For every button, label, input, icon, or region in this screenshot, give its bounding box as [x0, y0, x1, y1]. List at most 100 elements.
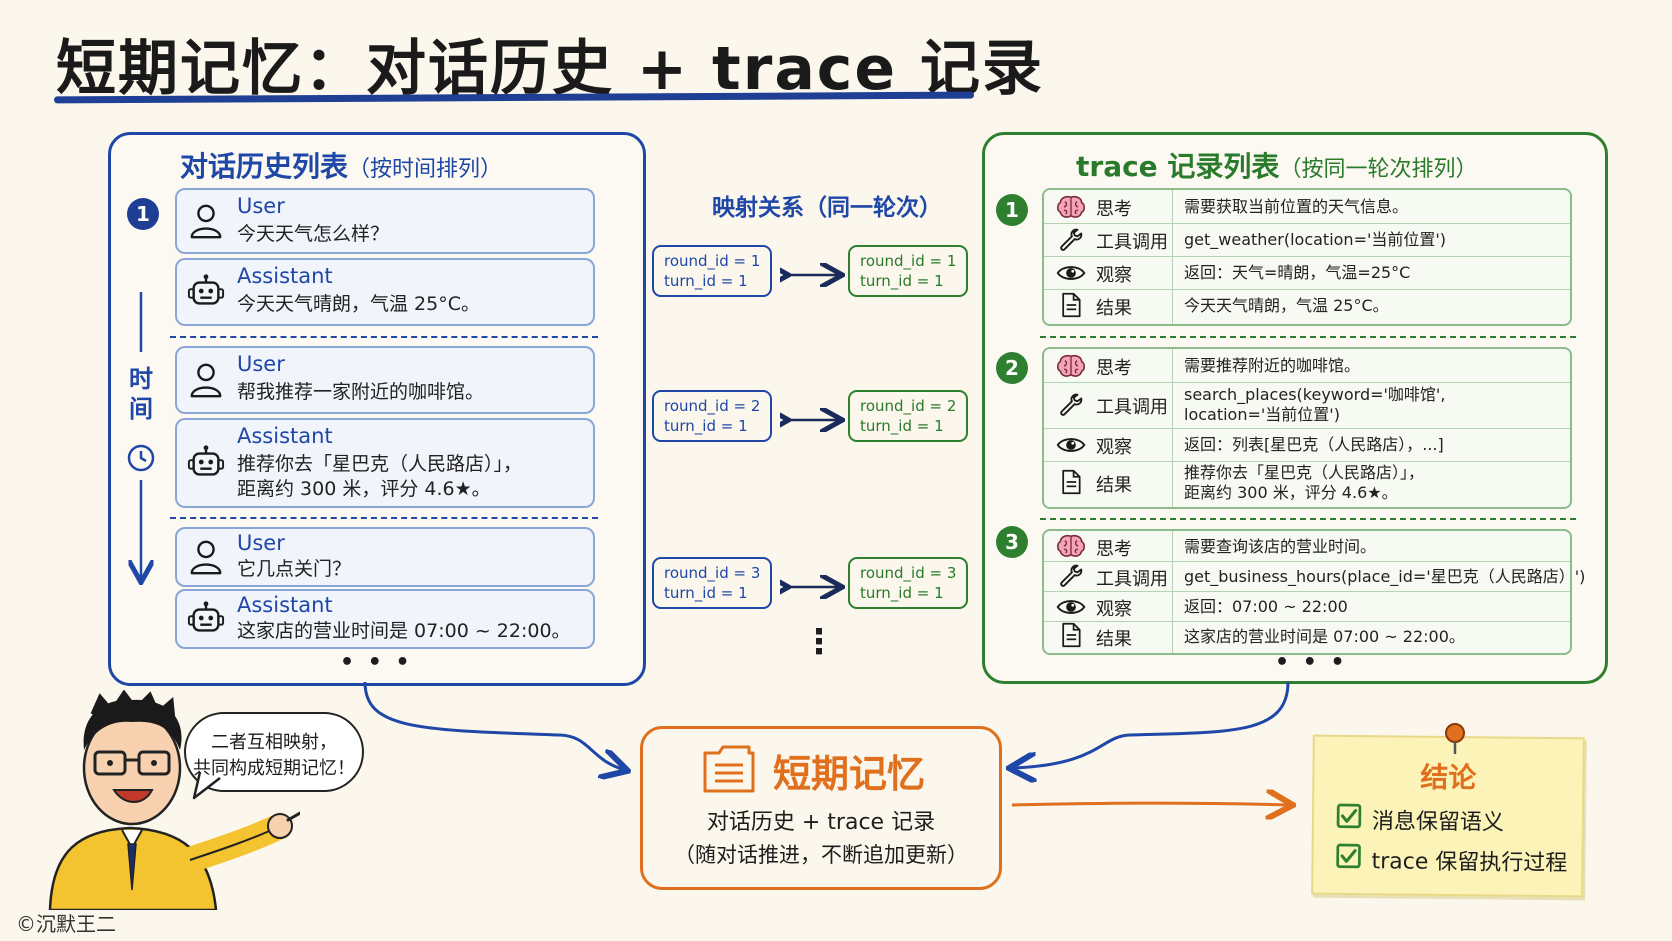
trace-table: 思考 需要推荐附近的咖啡馆。 工具调用 search_places(keywor… — [1042, 347, 1572, 509]
row-value: 返回：列表[星巴克（人民路店），...] — [1184, 435, 1444, 454]
trace-id-box: round_id = 3 turn_id = 1 — [848, 557, 969, 609]
time-arrow — [125, 292, 165, 590]
trace-row-tool: 工具调用 search_places(keyword='咖啡馆', locati… — [1044, 382, 1570, 429]
message-role: User — [237, 194, 285, 218]
right-ellipsis: • • • — [1275, 650, 1348, 675]
conclusion-note: 结论 消息保留语义 trace 保留执行过程 — [1311, 734, 1585, 898]
message-text: 它几点关门？ — [237, 558, 352, 580]
turn-id: turn_id = 1 — [860, 417, 944, 435]
conversation-id-box: round_id = 3 turn_id = 1 — [652, 557, 773, 609]
trace-row-observe: 观察 返回：列表[星巴克（人民路店），...] — [1044, 428, 1570, 462]
turn-id: turn_id = 1 — [664, 584, 748, 602]
trace-panel-subtitle: （按同一轮次排列） — [1279, 157, 1478, 182]
assistant-message: Assistant 推荐你去「星巴克（人民路店）」， 距离约 300 米，评分 … — [175, 418, 595, 508]
conversation-history-subtitle: （按时间排列） — [348, 157, 503, 182]
row-value: get_business_hours(place_id='星巴克（人民路店）') — [1184, 567, 1586, 586]
row-value: search_places(keyword='咖啡馆', — [1184, 385, 1446, 404]
trace-table: 思考 需要查询该店的营业时间。 工具调用 get_business_hours(… — [1042, 529, 1585, 655]
round-id: round_id = 1 — [860, 252, 957, 270]
trace-row-observe: 观察 返回：07:00 ~ 22:00 — [1044, 591, 1570, 622]
table-divider — [1172, 190, 1173, 324]
trace-panel-title: trace 记录列表（按同一轮次排列） — [1076, 145, 1477, 185]
short-term-memory-title: 短期记忆 — [773, 752, 926, 796]
row-label: 思考 — [1096, 199, 1132, 220]
row-value: 今天天气晴朗，气温 25°C。 — [1184, 296, 1389, 315]
message-text: 推荐你去「星巴克（人民路店）」， — [237, 453, 523, 475]
bidirectional-arrow — [780, 408, 846, 432]
cartoon-character — [48, 690, 300, 910]
conversation-history-title: 对话历史列表（按时间排列） — [180, 145, 502, 185]
mapping-ellipsis: ⋮ — [802, 622, 836, 662]
pushpin-icon — [1445, 723, 1465, 754]
round-id: round_id = 1 — [664, 252, 761, 270]
speech-bubble-line1: 二者互相映射， — [211, 732, 337, 753]
turn-id: turn_id = 1 — [860, 272, 944, 290]
round-id: round_id = 3 — [860, 564, 957, 582]
trace-row-tool: 工具调用 get_weather(location='当前位置') — [1044, 223, 1570, 257]
message-text: 距离约 300 米，评分 4.6★。 — [237, 478, 491, 500]
mapping-title: 映射关系（同一轮次） — [712, 195, 942, 221]
message-role: User — [237, 531, 285, 555]
row-label: 观察 — [1096, 599, 1132, 620]
message-role: User — [237, 352, 285, 376]
time-label: 时间 — [129, 365, 153, 423]
left-ellipsis: • • • — [340, 650, 413, 675]
table-divider — [1172, 531, 1173, 653]
trace-row-result: 结果 推荐你去「星巴克（人民路店）」， 距离约 300 米，评分 4.6★。 — [1044, 461, 1570, 505]
message-role: Assistant — [237, 593, 333, 617]
row-label: 结果 — [1096, 629, 1132, 650]
trace-divider — [1040, 518, 1576, 520]
message-role: Assistant — [237, 264, 333, 288]
round-divider — [170, 517, 598, 519]
row-value: 距离约 300 米，评分 4.6★。 — [1184, 483, 1398, 502]
assistant-message: Assistant 这家店的营业时间是 07:00 ~ 22:00。 — [175, 589, 595, 649]
conclusion-item: trace 保留执行过程 — [1371, 849, 1568, 877]
row-label: 工具调用 — [1096, 232, 1168, 253]
speech-bubble-line2: 共同构成短期记忆！ — [193, 758, 355, 779]
row-value: 返回：07:00 ~ 22:00 — [1184, 597, 1348, 616]
bidirectional-arrow — [780, 575, 846, 599]
trace-row-observe: 观察 返回：天气=晴朗，气温=25°C — [1044, 256, 1570, 290]
message-text: 今天天气怎么样？ — [237, 223, 390, 245]
trace-row-result: 结果 这家店的营业时间是 07:00 ~ 22:00。 — [1044, 621, 1570, 651]
trace-row-tool: 工具调用 get_business_hours(place_id='星巴克（人民… — [1044, 561, 1585, 592]
row-value: get_weather(location='当前位置') — [1184, 230, 1447, 249]
row-value: 这家店的营业时间是 07:00 ~ 22:00。 — [1184, 627, 1465, 646]
message-text: 今天天气晴朗，气温 25°C。 — [237, 293, 480, 315]
trace-round-badge: 3 — [996, 526, 1028, 558]
row-value: 推荐你去「星巴克（人民路店）」， — [1184, 463, 1425, 482]
message-role: Assistant — [237, 424, 333, 448]
turn-id: turn_id = 1 — [664, 417, 748, 435]
short-term-memory-box: 短期记忆 对话历史 + trace 记录 （随对话推进，不断追加更新） — [640, 726, 1002, 890]
row-value: 需要获取当前位置的天气信息。 — [1184, 197, 1409, 216]
checkbox-checked-icon — [1336, 803, 1362, 829]
short-term-memory-line1: 对话历史 + trace 记录 — [706, 810, 936, 835]
trace-row-think: 思考 需要查询该店的营业时间。 — [1044, 531, 1570, 562]
trace-to-memory-arrow — [1012, 681, 1290, 768]
assistant-message: Assistant 今天天气晴朗，气温 25°C。 — [175, 258, 595, 326]
user-message: User 帮我推荐一家附近的咖啡馆。 — [175, 346, 595, 414]
turn-id: turn_id = 1 — [664, 272, 748, 290]
turn-id: turn_id = 1 — [860, 584, 944, 602]
round-id: round_id = 2 — [860, 397, 957, 415]
trace-panel-title-text: trace 记录列表 — [1076, 150, 1280, 183]
trace-row-result: 结果 今天天气晴朗，气温 25°C。 — [1044, 289, 1570, 322]
folder-icon — [703, 745, 755, 793]
history-to-memory-arrow — [363, 681, 625, 770]
trace-divider — [1040, 336, 1576, 338]
short-term-memory-line2: （随对话推进，不断追加更新） — [674, 843, 968, 867]
trace-id-box: round_id = 1 turn_id = 1 — [848, 245, 969, 297]
row-label: 思考 — [1096, 539, 1132, 560]
trace-table: 思考 需要获取当前位置的天气信息。 工具调用 get_weather(locat… — [1042, 188, 1572, 326]
trace-row-think: 思考 需要推荐附近的咖啡馆。 — [1044, 349, 1570, 383]
conclusion-title: 结论 — [1420, 760, 1477, 795]
speech-bubble-tail — [192, 772, 221, 800]
time-axis: 时间 — [125, 290, 165, 590]
trace-id-box: round_id = 2 turn_id = 1 — [848, 390, 969, 442]
trace-round-badge: 2 — [996, 352, 1028, 384]
conversation-id-box: round_id = 2 turn_id = 1 — [652, 390, 773, 442]
trace-round-badge: 1 — [996, 194, 1028, 226]
checkbox-checked-icon — [1335, 843, 1361, 869]
memory-to-conclusion-arrow — [1011, 803, 1290, 805]
